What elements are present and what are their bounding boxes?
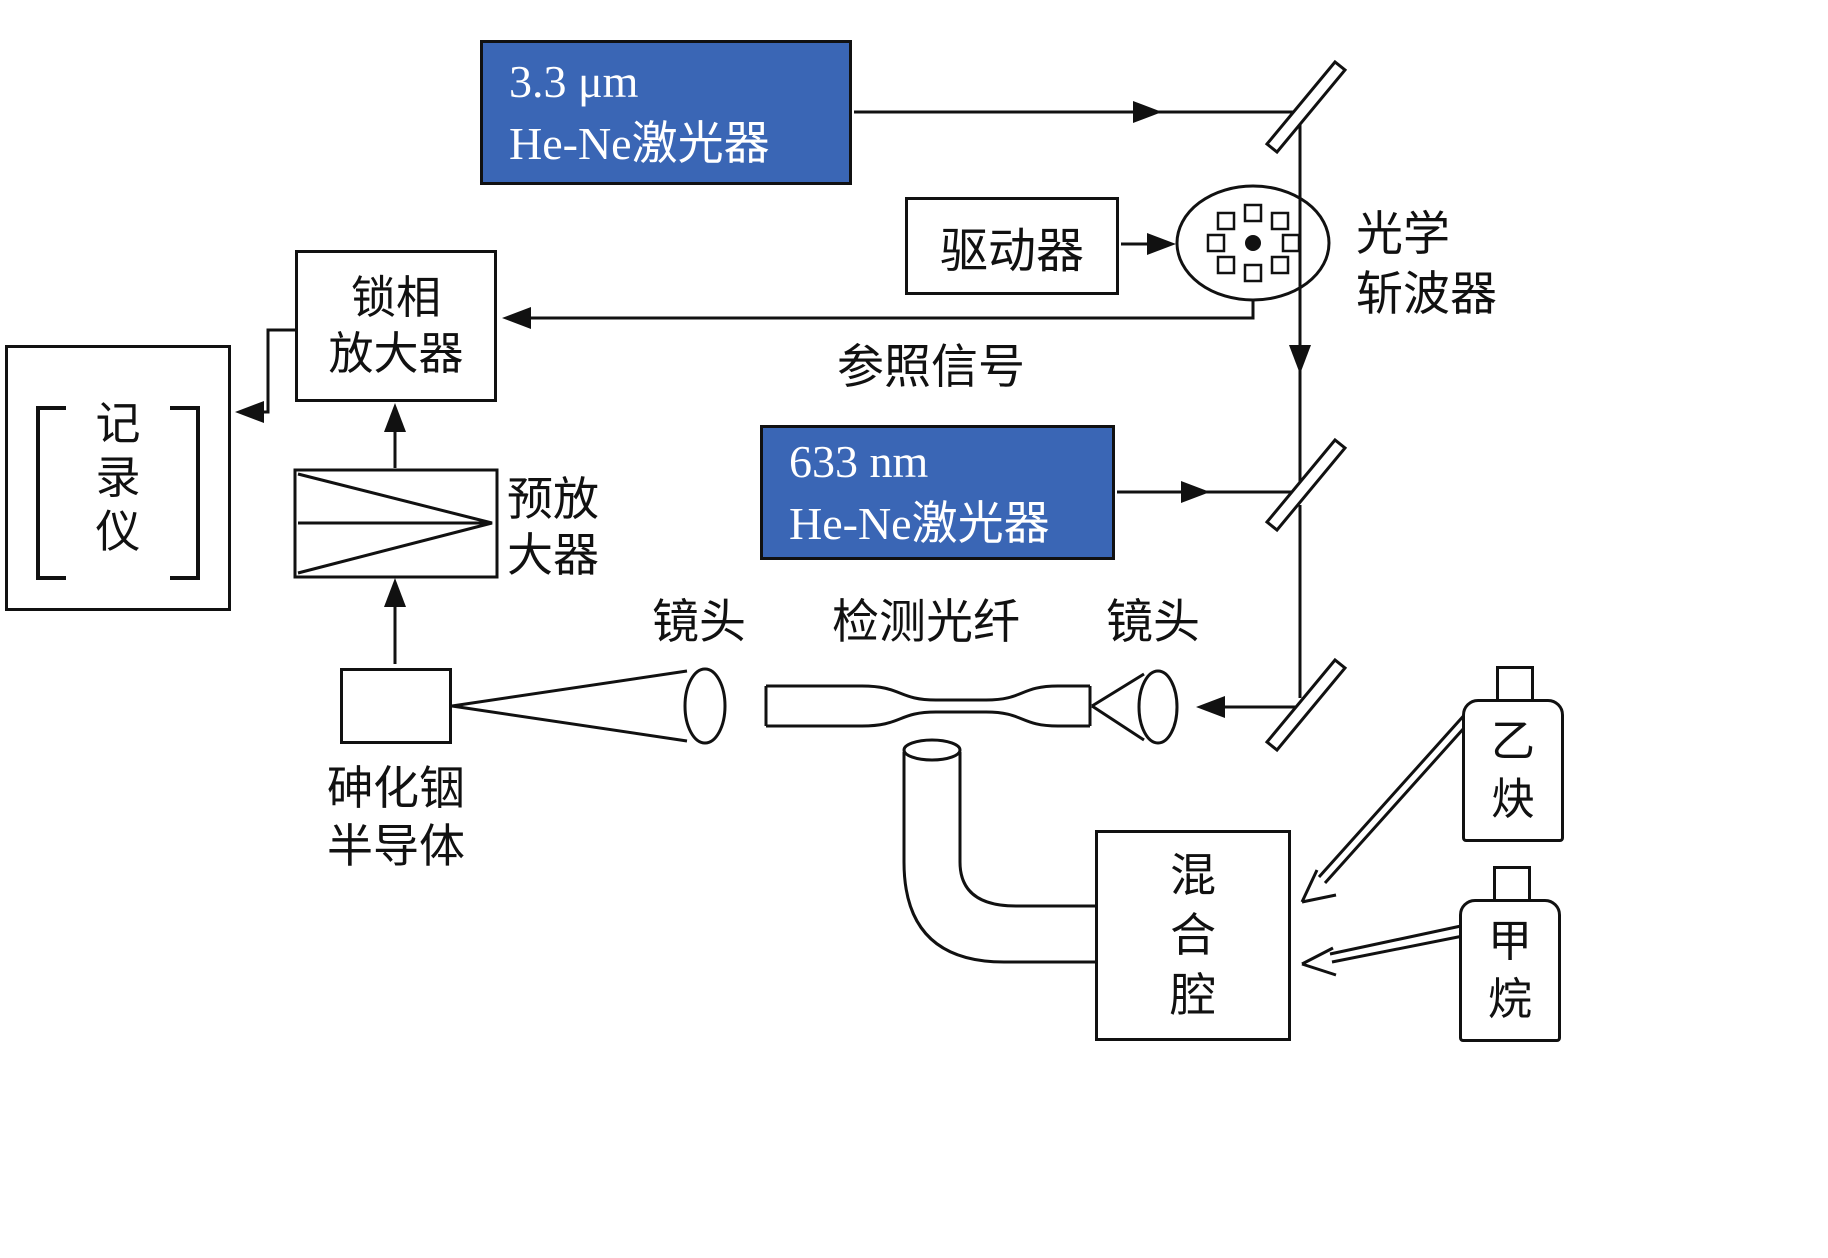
mirror-bottom-icon [1264,657,1348,753]
lens-left-icon [451,667,727,745]
recorder-bracket-left-icon [36,406,66,580]
acetylene-bottle-neck [1496,666,1534,702]
tapered-fiber-icon [764,684,1092,728]
recorder-box: 记 录 仪 [5,345,231,611]
lens-left-label: 镜头 [652,597,746,649]
lens-right-label: 镜头 [1106,597,1200,649]
preamp-box [293,468,499,579]
lockin-amplifier-box: 锁相 放大器 [295,250,497,402]
laser-633nm-label: 633 nm He-Ne激光器 [789,435,1050,549]
mirror-top-icon [1264,59,1348,155]
lens-right-icon [1091,669,1179,745]
driver-chopper-connection [1121,233,1176,255]
acetylene-pipe-icon [1300,710,1475,904]
reference-signal-label: 参照信号 [837,342,1025,394]
methane-pipe-icon [1301,924,1464,977]
recorder-bracket-right-icon [170,406,200,580]
reference-signal-line [502,300,1255,329]
methane-bottle-neck [1493,866,1531,902]
fiber-label: 检测光纤 [832,597,1020,649]
driver-box: 驱动器 [905,197,1119,295]
optical-chopper-icon [1175,184,1331,302]
gas-tube-icon [902,738,1095,964]
beam-path-633nm [1117,481,1292,503]
mixing-chamber-box: 混 合 腔 [1095,830,1291,1041]
acetylene-bottle: 乙 炔 [1462,699,1564,842]
preamp-label: 预放 大器 [507,474,599,581]
recorder-label: 记 录 仪 [95,399,141,557]
detector-preamp-connection [384,578,406,664]
methane-bottle: 甲 烷 [1459,899,1561,1042]
laser-33um-box: 3.3 μm He-Ne激光器 [480,40,852,185]
detector-label: 砷化铟 半导体 [327,763,465,872]
lockin-recorder-connection [235,328,295,423]
laser-633nm-box: 633 nm He-Ne激光器 [760,425,1115,560]
laser-33um-label: 3.3 μm He-Ne激光器 [509,55,770,169]
preamp-lockin-connection [384,403,406,468]
mirror-middle-icon [1264,437,1348,533]
beam-path-33um [854,101,1311,718]
chopper-label: 光学 斩波器 [1356,209,1497,321]
detector-box [340,668,452,744]
